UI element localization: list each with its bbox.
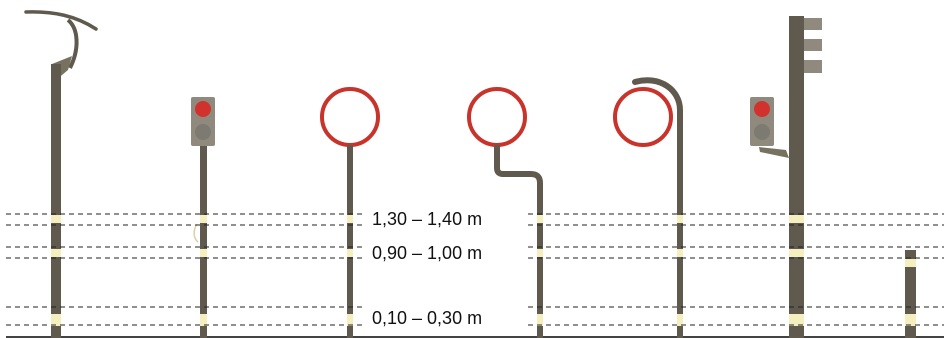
label-backgrounds — [364, 207, 526, 330]
street-lamp-icon — [24, 10, 98, 338]
height-label-upper: 1,30 – 1,40 m — [372, 209, 482, 229]
bollard-icon — [905, 250, 916, 338]
round-sign-icon — [320, 87, 380, 338]
height-label-lower: 0,10 – 0,30 m — [372, 308, 482, 328]
round-sign-icon — [467, 87, 543, 338]
height-label-middle: 0,90 – 1,00 m — [372, 243, 482, 263]
traffic-light-icon — [191, 97, 215, 338]
traffic-light-icon — [750, 16, 822, 338]
contrast-bands — [51, 215, 916, 326]
round-sign-icon — [613, 77, 683, 338]
